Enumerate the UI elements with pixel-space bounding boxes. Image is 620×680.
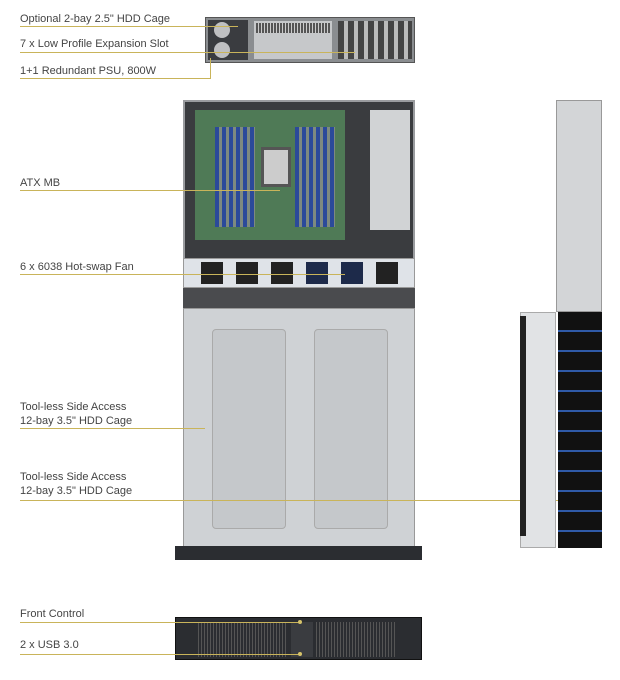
side-view-upper xyxy=(556,100,602,312)
label-usb: 2 x USB 3.0 xyxy=(20,639,79,651)
dimm-slots xyxy=(215,127,255,227)
psu-bay xyxy=(370,110,410,230)
expansion-slots xyxy=(338,21,412,59)
cpu-socket xyxy=(261,147,291,187)
label-side-access-2: Tool-less Side Access 12-bay 3.5" HDD Cag… xyxy=(20,470,132,498)
label-psu: 1+1 Redundant PSU, 800W xyxy=(20,65,157,77)
cover-panel xyxy=(212,329,286,529)
label-line: Tool-less Side Access xyxy=(20,401,127,413)
front-view xyxy=(175,617,422,660)
label-line: 12-bay 3.5" HDD Cage xyxy=(20,485,133,497)
fan-icon xyxy=(235,262,258,284)
side-handle xyxy=(520,316,526,536)
label-hdd-cage-25: Optional 2-bay 2.5" HDD Cage xyxy=(20,13,171,25)
leader-line xyxy=(20,26,238,27)
leader-line xyxy=(20,190,280,191)
fan-icon xyxy=(270,262,293,284)
dimm-slots xyxy=(295,127,335,227)
leader-line xyxy=(20,428,205,429)
leader-dot xyxy=(298,620,302,624)
fan-row xyxy=(183,258,415,288)
psu-fan-icon xyxy=(214,22,230,38)
cover-panel xyxy=(314,329,388,529)
leader-line xyxy=(20,500,578,501)
front-grille xyxy=(316,622,396,657)
label-front-control: Front Control xyxy=(20,608,85,620)
leader-line xyxy=(20,52,355,53)
label-line: Tool-less Side Access xyxy=(20,471,127,483)
chassis-base xyxy=(175,546,422,560)
fan-icon xyxy=(375,262,398,284)
hdd-cage-cover xyxy=(183,308,415,548)
io-vent xyxy=(256,23,330,33)
label-side-access-1: Tool-less Side Access 12-bay 3.5" HDD Cag… xyxy=(20,400,132,428)
leader-line xyxy=(20,274,345,275)
side-view-rail xyxy=(520,312,556,548)
rear-view xyxy=(205,17,415,63)
leader-line xyxy=(20,622,300,623)
fan-icon xyxy=(340,262,363,284)
fan-icon xyxy=(200,262,223,284)
top-view-interior xyxy=(183,100,415,260)
label-expansion-slot: 7 x Low Profile Expansion Slot xyxy=(20,38,169,50)
label-fans: 6 x 6038 Hot-swap Fan xyxy=(20,261,134,273)
leader-line xyxy=(20,78,211,79)
fan-icon xyxy=(305,262,328,284)
psu-fan-icon xyxy=(214,42,230,58)
front-control-panel xyxy=(291,622,313,657)
leader-line xyxy=(210,58,211,78)
leader-dot xyxy=(298,652,302,656)
front-grille xyxy=(198,622,288,657)
label-line: 12-bay 3.5" HDD Cage xyxy=(20,415,133,427)
cable-area xyxy=(183,288,415,308)
label-atx-mb: ATX MB xyxy=(20,177,61,189)
side-hdd-bays xyxy=(558,312,602,548)
leader-line xyxy=(20,654,300,655)
